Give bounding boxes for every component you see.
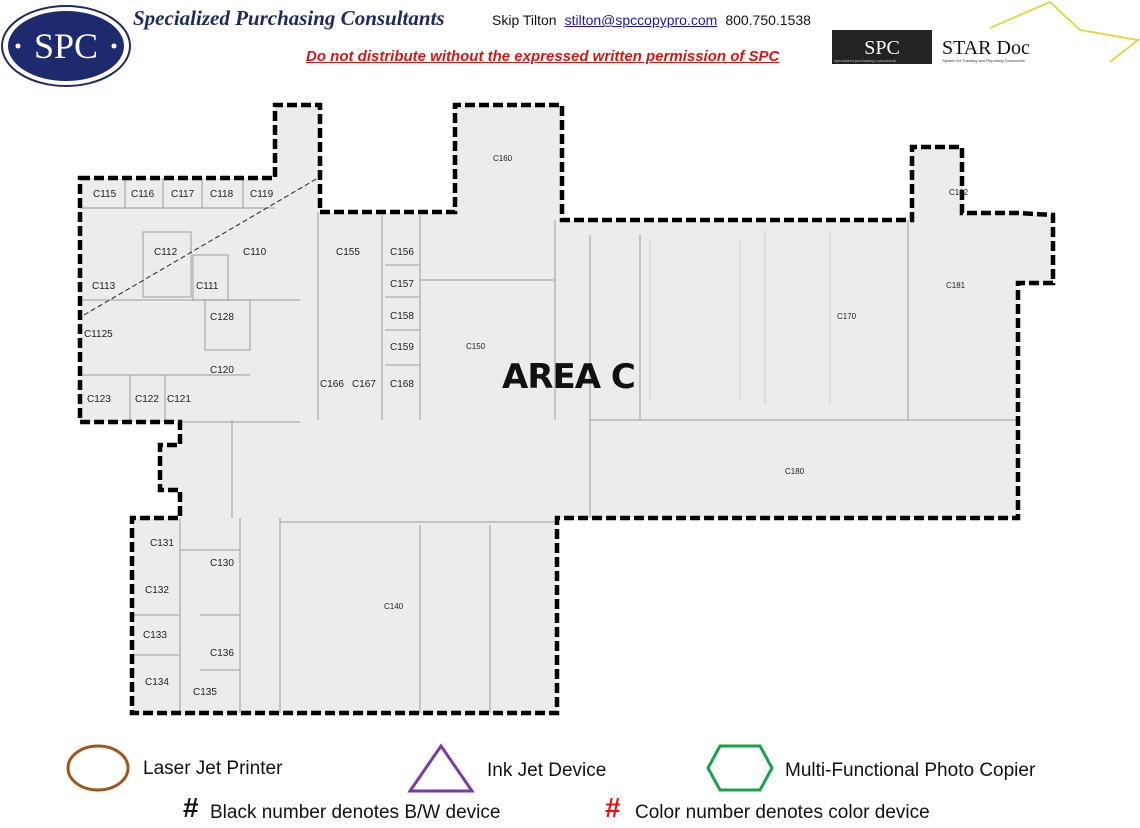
star-logo-sub-left: specialized purchasing consultants (834, 58, 896, 63)
room-label: C150 (466, 342, 486, 351)
room-label: C117 (171, 189, 195, 200)
room-label: C115 (93, 189, 117, 200)
star-logo-sub-right: System for Tracking and Reporting Docume… (942, 58, 1025, 63)
laser-printer-circle-icon (66, 744, 130, 792)
color-hash-icon: # (605, 792, 621, 823)
room-label: C157 (390, 279, 414, 290)
room-label: C155 (336, 247, 360, 258)
room-label: C156 (390, 247, 414, 258)
star-logo-title: STAR Doc (942, 37, 1030, 59)
building-footprint (80, 105, 1053, 713)
room-label: C166 (320, 379, 344, 390)
legend-inkjet-label: Ink Jet Device (487, 760, 607, 781)
room-label: C159 (390, 342, 414, 353)
contact-info: Skip Tilton stilton@spccopypro.com 800.750… (492, 12, 811, 28)
star-logo-spc: SPC (864, 37, 900, 59)
room-label: C122 (135, 394, 159, 405)
spc-logo: SPC (1, 5, 131, 87)
room-label: C135 (193, 687, 217, 698)
room-label: C110 (243, 247, 267, 258)
room-label: C160 (493, 154, 513, 163)
room-label: C116 (131, 189, 155, 200)
room-label: C140 (384, 602, 404, 611)
room-label: C133 (143, 630, 167, 641)
room-label: C181 (946, 281, 966, 290)
room-label: C119 (250, 189, 274, 200)
room-label: C168 (390, 379, 414, 390)
room-label: C134 (145, 677, 169, 688)
legend-color-note: Color number denotes color device (635, 802, 930, 823)
room-label: C128 (210, 312, 234, 323)
logo-text: SPC (34, 26, 98, 66)
room-label: C132 (145, 585, 169, 596)
room-label: C112 (154, 247, 178, 258)
room-label: C121 (167, 394, 191, 405)
room-label: C113 (92, 281, 116, 292)
room-label: C131 (150, 538, 174, 549)
room-label: C111 (196, 281, 219, 292)
legend-bw-note: Black number denotes B/W device (210, 802, 501, 823)
diagonal-dashed-line (83, 177, 319, 316)
legend-copier-label: Multi-Functional Photo Copier (785, 760, 1036, 781)
distribution-warning: Do not distribute without the expressed … (306, 48, 780, 65)
room-label: C130 (210, 558, 234, 569)
company-name: Specialized Purchasing Consultants (133, 6, 445, 30)
contact-name: Skip Tilton (492, 12, 557, 28)
room-label: C182 (949, 188, 969, 197)
inkjet-triangle-icon (407, 743, 475, 793)
room-label: C167 (352, 379, 376, 390)
room-label: C158 (390, 311, 414, 322)
contact-email-link[interactable]: stilton@spccopypro.com (564, 12, 718, 28)
legend-laser-label: Laser Jet Printer (143, 758, 283, 779)
room-label: C180 (785, 467, 805, 476)
room-label: C1125 (84, 329, 113, 340)
area-c-boundary (77, 102, 1056, 716)
room-labels: C115 C116 C117 C118 C119 C112 C110 C113 … (84, 154, 969, 698)
room-label: C136 (210, 648, 234, 659)
room-label: C118 (210, 189, 234, 200)
area-label: AREA C (502, 357, 635, 397)
room-label: C170 (837, 312, 857, 321)
star-doc-logo: SPC STAR Doc specialized purchasing cons… (832, 0, 1140, 64)
room-label: C123 (87, 394, 111, 405)
contact-phone: 800.750.1538 (725, 12, 811, 28)
room-label: C120 (210, 365, 234, 376)
bw-hash-icon: # (183, 792, 199, 823)
copier-hexagon-icon (706, 744, 774, 792)
